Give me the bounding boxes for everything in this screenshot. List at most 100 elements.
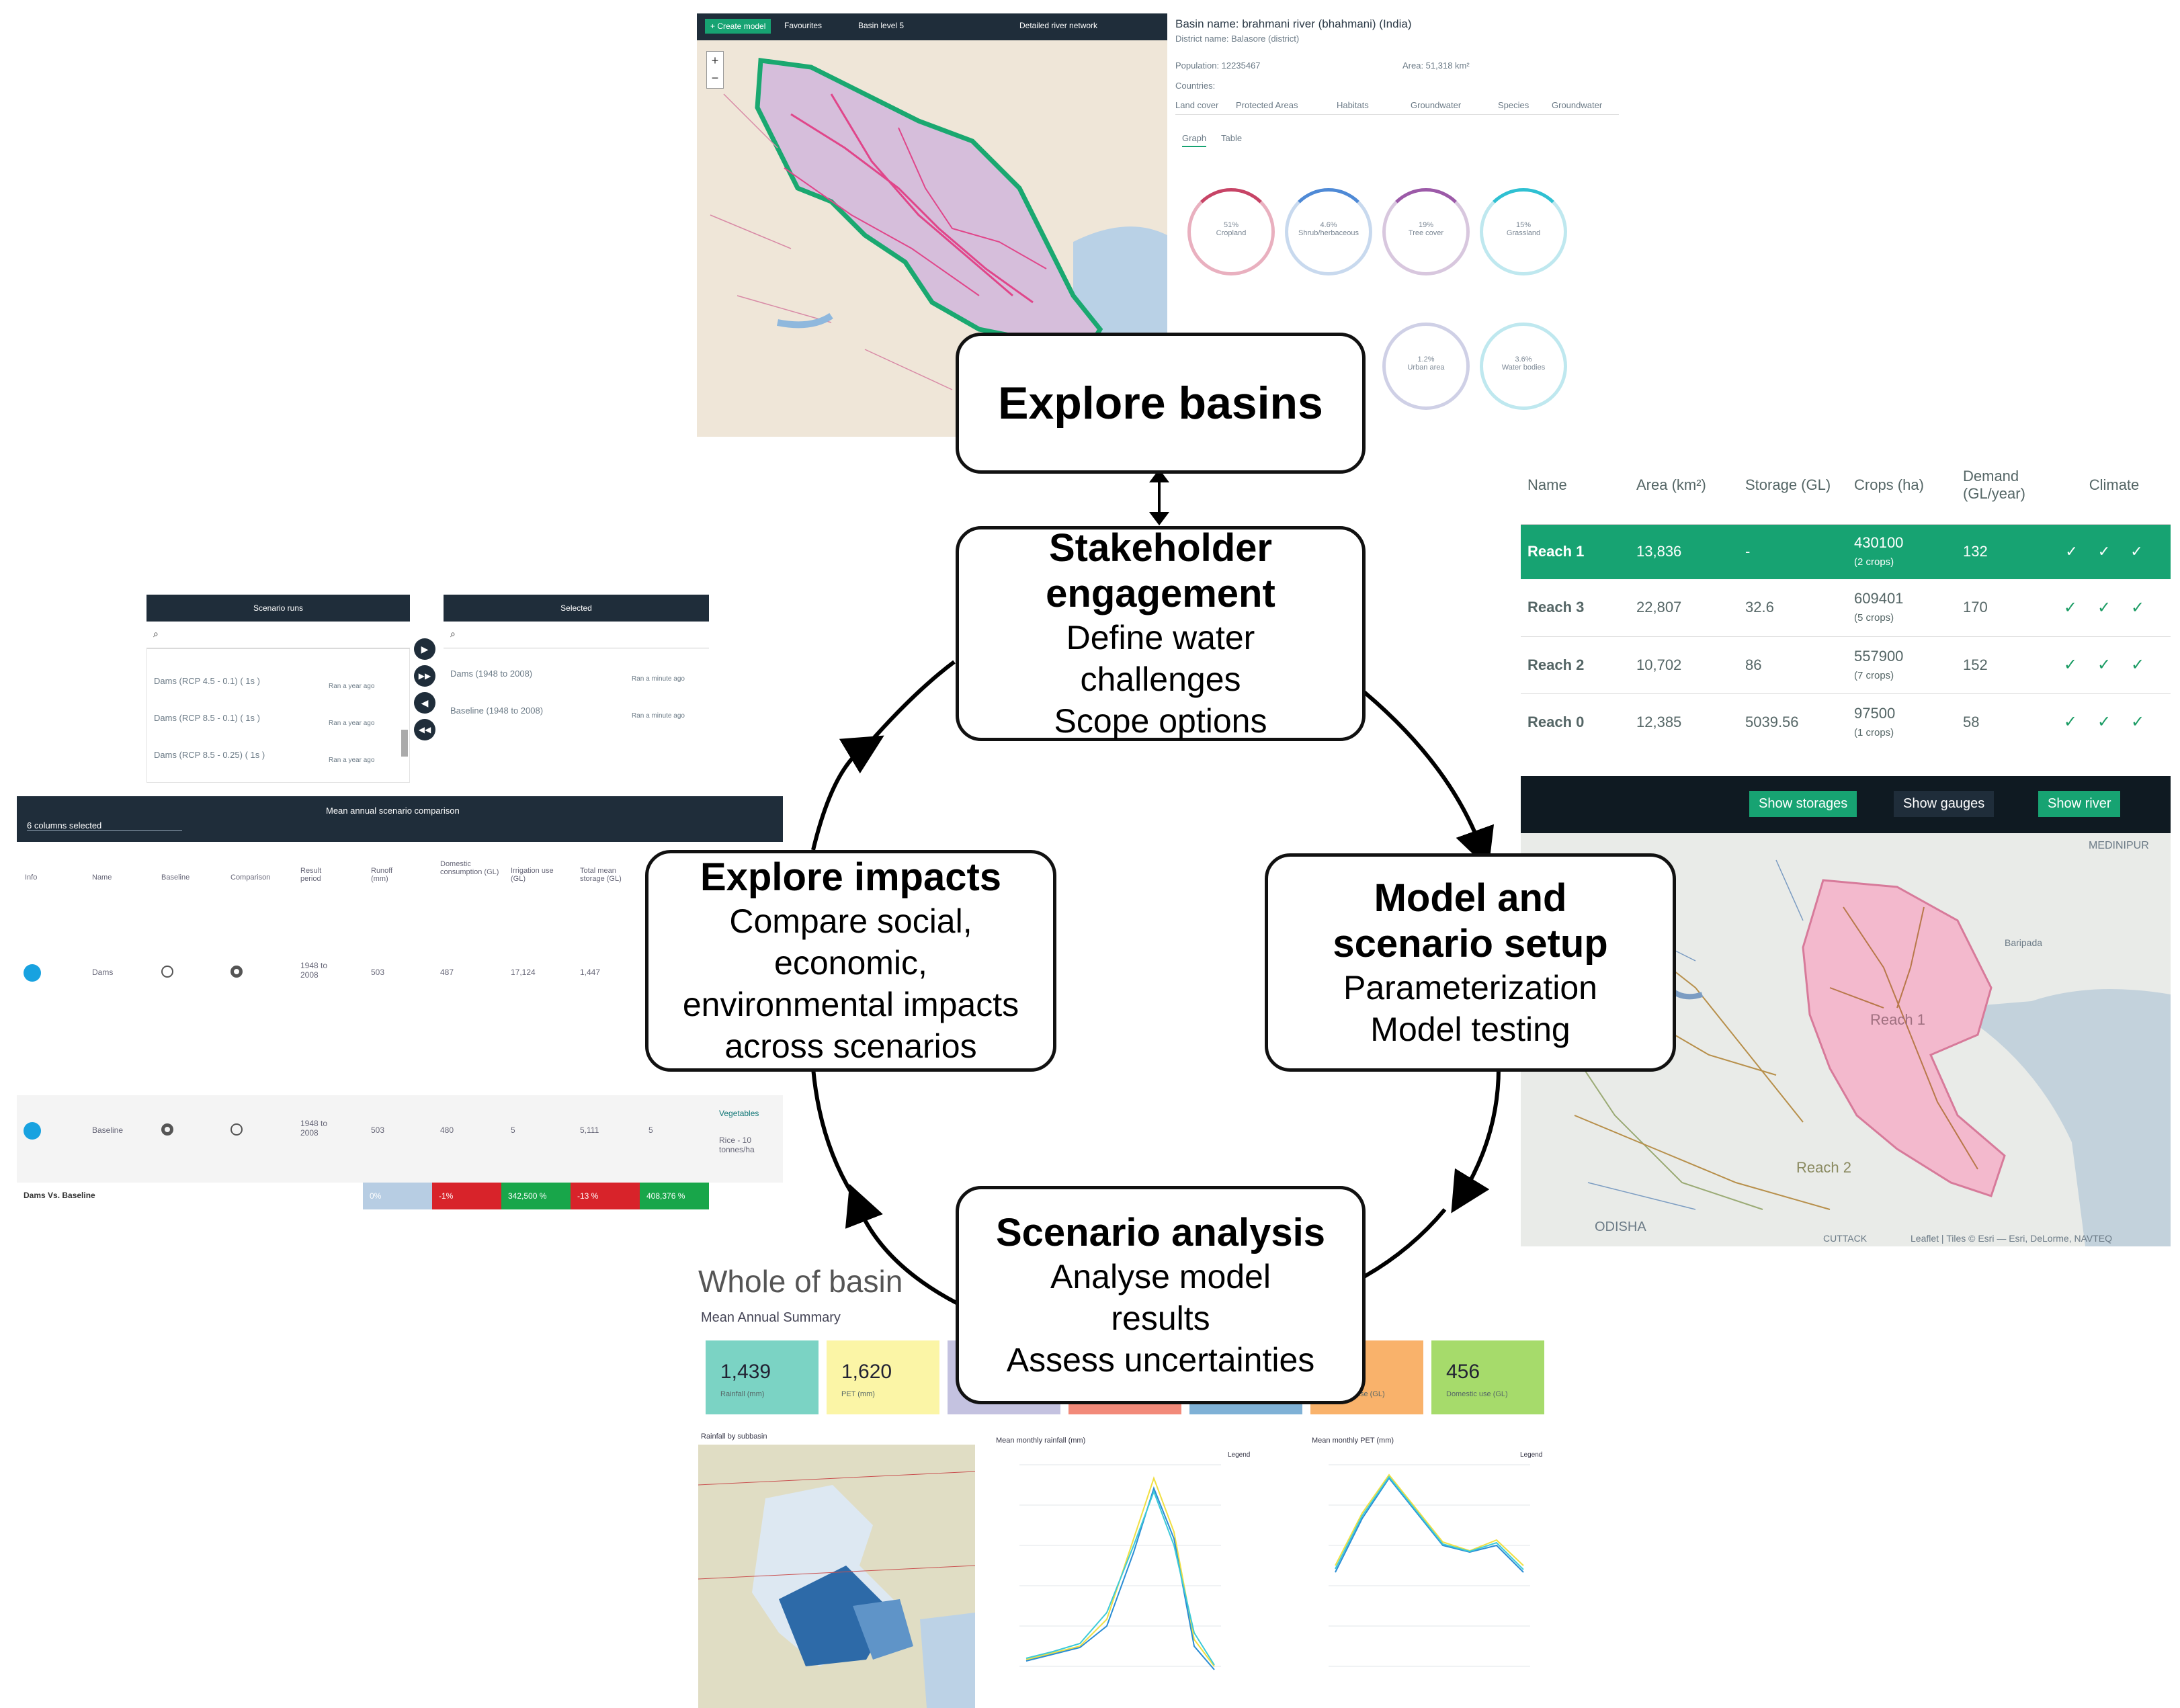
col-climate[interactable]: Climate: [2089, 476, 2140, 494]
comparison-title: Mean annual scenario comparison: [326, 806, 460, 816]
col-storage[interactable]: Storage (GL): [1745, 476, 1831, 494]
landcover-ring: 51%Cropland: [1187, 188, 1275, 275]
rainfall-map[interactable]: Rainfall by subbasin: [698, 1433, 976, 1708]
list-item-time: Ran a minute ago: [632, 675, 685, 683]
stage-scenario-analysis: Scenario analysis Analyse model results …: [956, 1186, 1366, 1404]
rainfall-chart[interactable]: [993, 1451, 1234, 1707]
list-item-time: Ran a year ago: [329, 720, 375, 727]
baseline-radio[interactable]: [161, 1123, 173, 1136]
tab-table[interactable]: Table: [1221, 133, 1243, 143]
tab-habitats[interactable]: Habitats: [1337, 100, 1369, 110]
landcover-ring: 3.6%Water bodies: [1480, 323, 1567, 410]
table-row[interactable]: Reach 1 13,836 - 430100(2 crops) 132 ✓✓✓: [1521, 524, 2171, 579]
comparison-footer: Dams Vs. Baseline 0% -1% 342,500 % -13 %…: [17, 1183, 783, 1209]
landcover-ring: 1.2%Urban area: [1382, 323, 1470, 410]
move-all-left-icon[interactable]: ◀◀: [414, 719, 435, 740]
rainfall-map-caption: Rainfall by subbasin: [701, 1433, 767, 1441]
comparison-radio[interactable]: [230, 966, 243, 978]
stage-explore-basins: Explore basins: [956, 333, 1366, 474]
map-label-baripada: Baripada: [2005, 937, 2043, 948]
map-label-reach-2: Reach 2: [1796, 1159, 1851, 1176]
tab-species[interactable]: Species: [1498, 100, 1529, 110]
summary-dashboard-panel: Whole of basin Mean Annual Summary Rainf…: [697, 1256, 1570, 1708]
area: Area: 51,318 km²: [1402, 60, 1470, 71]
show-storages-button[interactable]: Show storages: [1749, 791, 1857, 817]
list-scrollbar[interactable]: [401, 730, 408, 757]
tab-protected-areas[interactable]: Protected Areas: [1236, 100, 1298, 110]
create-model-button[interactable]: + Create model: [705, 19, 771, 34]
move-right-icon[interactable]: ▶: [414, 638, 435, 660]
basin-explorer-panel: + Create model Favourites Basin level 5 …: [697, 13, 1631, 437]
move-left-icon[interactable]: ◀: [414, 692, 435, 714]
landcover-ring: 4.6%Shrub/herbaceous: [1285, 188, 1372, 275]
info-icon[interactable]: [24, 1122, 41, 1140]
columns-selector[interactable]: 6 columns selected: [27, 820, 183, 831]
list-item-time: Ran a minute ago: [632, 712, 685, 720]
scenario-runs-search[interactable]: ⌕: [146, 622, 410, 648]
favourites-button[interactable]: Favourites: [784, 21, 823, 30]
list-item[interactable]: Dams (RCP 4.5 - 0.1) ( 1s ): [154, 676, 260, 686]
col-area[interactable]: Area (km²): [1636, 476, 1706, 494]
list-item[interactable]: Baseline (1948 to 2008): [450, 706, 544, 716]
tab-groundwater-2[interactable]: Groundwater: [1552, 100, 1603, 110]
baseline-radio[interactable]: [161, 966, 173, 978]
basin-name: Basin name: brahmani river (bhahmani) (I…: [1175, 17, 1412, 30]
stage-title: Model and scenario setup: [1333, 876, 1608, 966]
table-row[interactable]: Reach 3 22,807 32.6 609401(5 crops) 170 …: [1521, 579, 2171, 636]
arrow-impacts-to-stakeholder: [811, 735, 884, 851]
district-name: District name: Balasore (district): [1175, 34, 1300, 44]
list-item[interactable]: Dams (1948 to 2008): [450, 669, 533, 679]
show-river-button[interactable]: Show river: [2038, 791, 2121, 817]
reach-table: Name Area (km²) Storage (GL) Crops (ha) …: [1521, 447, 2171, 742]
table-row[interactable]: Reach 2 10,702 86 557900(7 crops) 152 ✓✓…: [1521, 636, 2171, 693]
table-row[interactable]: Baseline 1948 to 2008 503 480 5 5,111 5 …: [17, 1095, 783, 1183]
arrow-model-to-scenario: [1451, 1068, 1501, 1213]
scenario-runs-list[interactable]: Dams (RCP 4.5 - 0.1) ( 1s ) Ran a year a…: [146, 648, 410, 783]
map-attribution[interactable]: Leaflet | Tiles © Esri — Esri, DeLorme, …: [1911, 1233, 2112, 1244]
list-item-time: Ran a year ago: [329, 757, 375, 764]
scenario-runs-header: Scenario runs: [146, 595, 410, 622]
chart1-legend: Legend: [1228, 1451, 1251, 1459]
col-name[interactable]: Name: [1527, 476, 1567, 494]
comparison-radio[interactable]: [230, 1123, 243, 1136]
diff-cell: -13 %: [571, 1183, 640, 1209]
basin-info-tabs: Land cover Protected Areas Habitats Grou…: [1175, 97, 1619, 115]
river-network-toggle[interactable]: Detailed river network: [1019, 21, 1098, 30]
stage-title: Explore impacts: [700, 855, 1002, 899]
arrow-stakeholder-to-model: [1363, 690, 1495, 869]
countries: Countries:: [1175, 81, 1216, 91]
summary-subtitle: Mean Annual Summary: [701, 1310, 841, 1325]
zoom-control[interactable]: +−: [706, 51, 724, 89]
arrow-left-to-stakeholder: [865, 660, 956, 747]
chart1-title: Mean monthly rainfall (mm): [996, 1437, 1086, 1445]
col-demand[interactable]: Demand (GL/year): [1963, 468, 2025, 503]
diff-cell: 408,376 %: [640, 1183, 709, 1209]
selected-search[interactable]: ⌕: [444, 622, 709, 648]
map-label-medinipur: MEDINIPUR: [2089, 840, 2149, 851]
list-item-time: Ran a year ago: [329, 683, 375, 690]
stage-explore-impacts: Explore impacts Compare social, economic…: [645, 850, 1056, 1072]
diff-cell: 0%: [363, 1183, 432, 1209]
list-item[interactable]: Dams (RCP 8.5 - 0.1) ( 1s ): [154, 713, 260, 723]
stage-title: Explore basins: [998, 378, 1323, 429]
stage-stakeholder-engagement: Stakeholder engagement Define water chal…: [956, 526, 1366, 741]
map-label-reach-1: Reach 1: [1870, 1011, 1925, 1028]
list-item[interactable]: Dams (RCP 8.5 - 0.25) ( 1s ): [154, 750, 265, 760]
tab-land-cover[interactable]: Land cover: [1175, 100, 1219, 110]
info-icon[interactable]: [24, 964, 41, 982]
tab-groundwater[interactable]: Groundwater: [1411, 100, 1462, 110]
table-row[interactable]: Dams 1948 to 2008 503 487 17,124 1,447: [17, 931, 783, 1018]
rainfall-map-svg: [698, 1445, 976, 1708]
pet-chart[interactable]: [1302, 1451, 1544, 1707]
show-gauges-button[interactable]: Show gauges: [1894, 791, 1995, 817]
basin-level-select[interactable]: Basin level 5: [858, 21, 905, 30]
col-crops[interactable]: Crops (ha): [1854, 476, 1924, 494]
tab-graph[interactable]: Graph: [1182, 133, 1207, 147]
table-row[interactable]: Reach 0 12,385 5039.56 97500(1 crops) 58…: [1527, 704, 2165, 738]
selected-list[interactable]: Dams (1948 to 2008) Ran a minute ago Bas…: [444, 648, 709, 783]
move-all-right-icon[interactable]: ▶▶: [414, 665, 435, 687]
map-label-cuttack: CUTTACK: [1823, 1233, 1868, 1244]
